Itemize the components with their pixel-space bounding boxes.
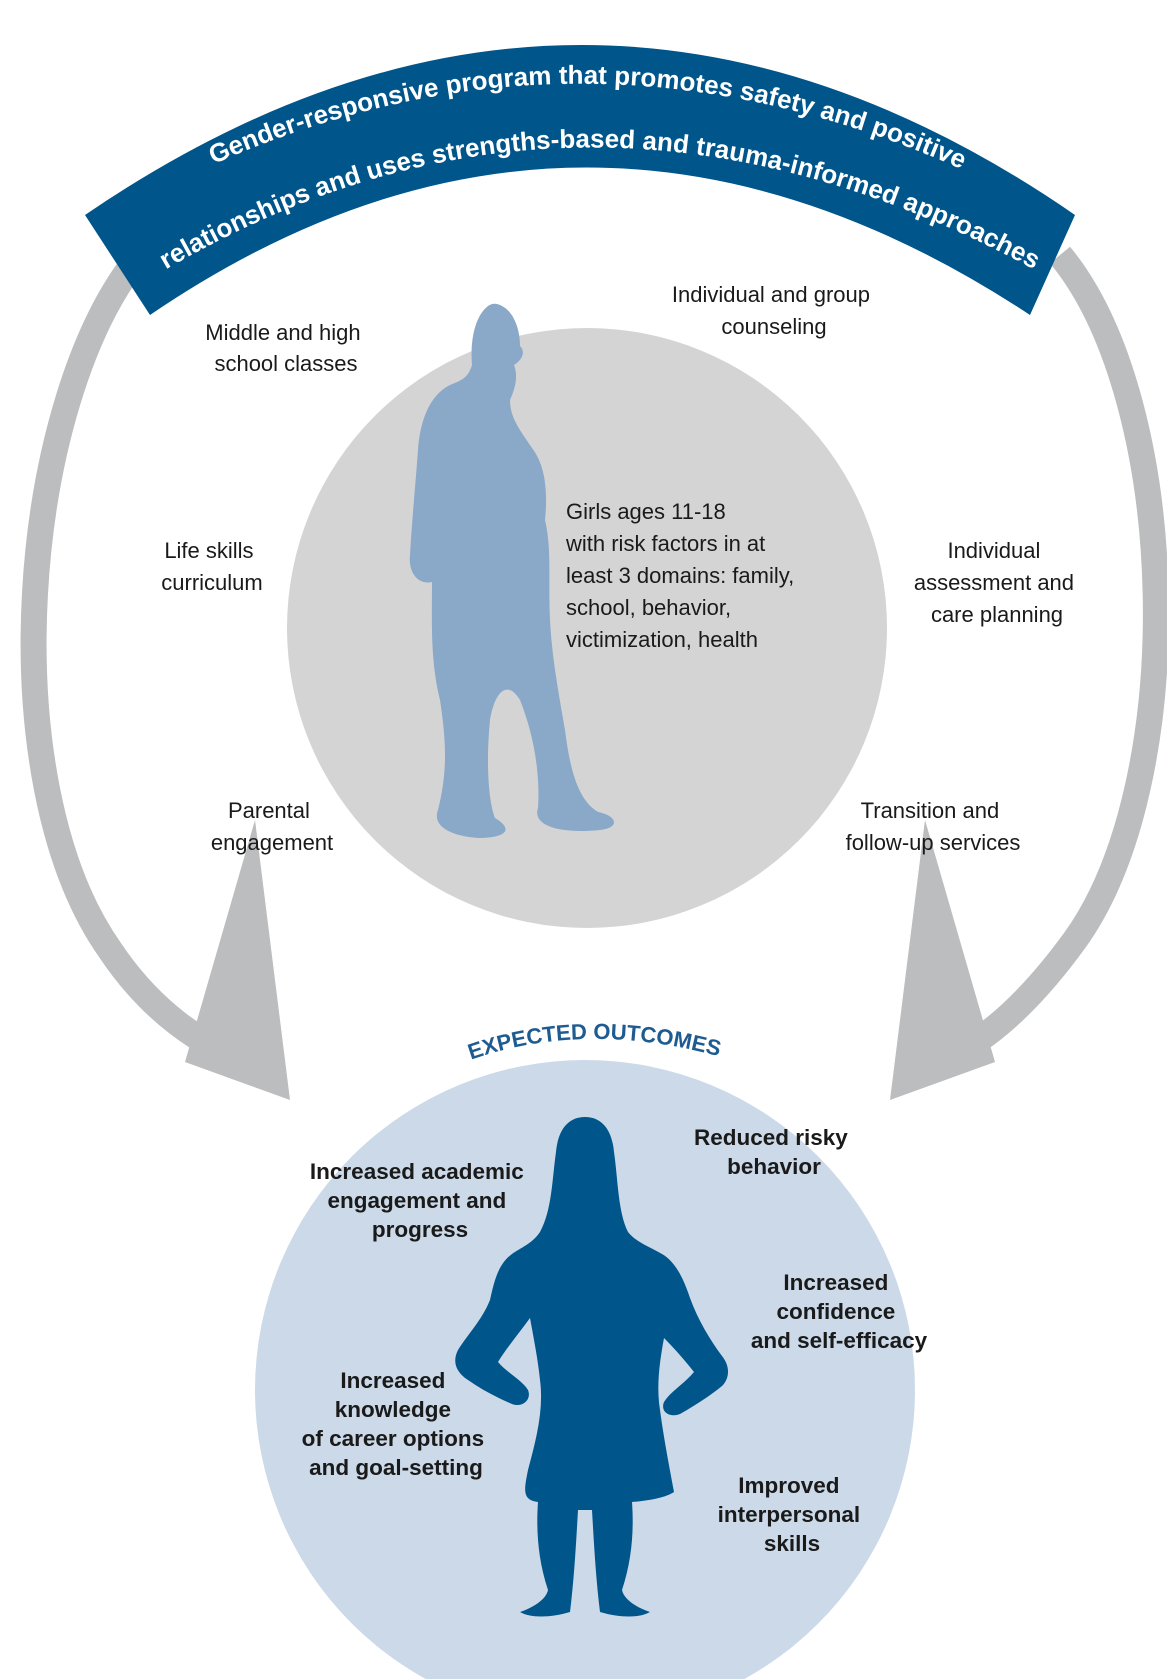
outcome-risky-behavior: Reduced risky behavior xyxy=(694,1125,854,1179)
left-cycle-arrow xyxy=(20,246,254,1073)
component-life-skills: Life skills curriculum xyxy=(161,538,262,595)
component-counseling: Individual and group counseling xyxy=(672,282,876,339)
component-assessment: Individual assessment and care planning xyxy=(914,538,1080,627)
outcome-career-knowledge: Increased knowledge of career options an… xyxy=(302,1368,491,1480)
right-cycle-arrow xyxy=(939,246,1167,1071)
outcome-confidence: Increased confidence and self-efficacy xyxy=(751,1270,928,1353)
target-population-text: Girls ages 11-18 with risk factors in at… xyxy=(565,499,800,652)
svg-text:EXPECTED OUTCOMES: EXPECTED OUTCOMES xyxy=(465,1019,724,1065)
component-parental-engagement: Parental engagement xyxy=(211,798,333,855)
component-transition: Transition and follow-up services xyxy=(846,798,1021,855)
outcome-interpersonal: Improved interpersonal skills xyxy=(718,1473,867,1556)
component-school-classes: Middle and high school classes xyxy=(205,320,366,376)
outcome-academic: Increased academic engagement and progre… xyxy=(310,1159,530,1242)
expected-outcomes-heading: EXPECTED OUTCOMES xyxy=(465,1019,724,1065)
program-banner xyxy=(85,45,1075,315)
girl-silhouette-icon xyxy=(409,303,615,838)
left-arrowhead xyxy=(185,820,290,1100)
right-arrowhead xyxy=(890,820,995,1100)
confident-girl-silhouette-icon xyxy=(455,1117,728,1617)
